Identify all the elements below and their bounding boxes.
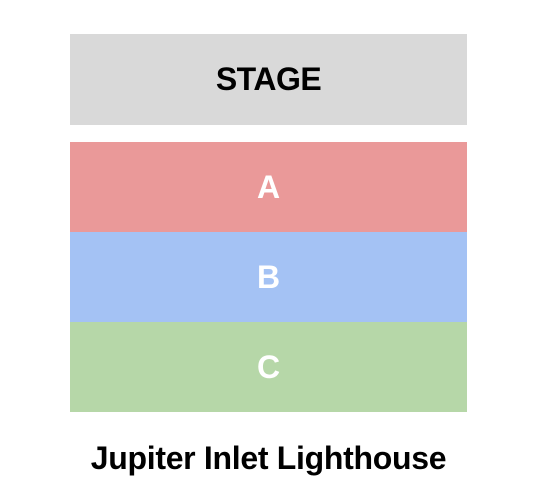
section-a-label: A xyxy=(256,168,281,205)
section-a[interactable]: A xyxy=(70,142,467,232)
section-c-label: C xyxy=(256,348,281,385)
stage-block: STAGE xyxy=(70,34,467,125)
venue-name: Jupiter Inlet Lighthouse xyxy=(90,440,447,476)
stage-label: STAGE xyxy=(215,61,322,97)
section-b[interactable]: B xyxy=(70,232,467,322)
section-c[interactable]: C xyxy=(70,322,467,412)
section-b-label: B xyxy=(256,258,281,295)
